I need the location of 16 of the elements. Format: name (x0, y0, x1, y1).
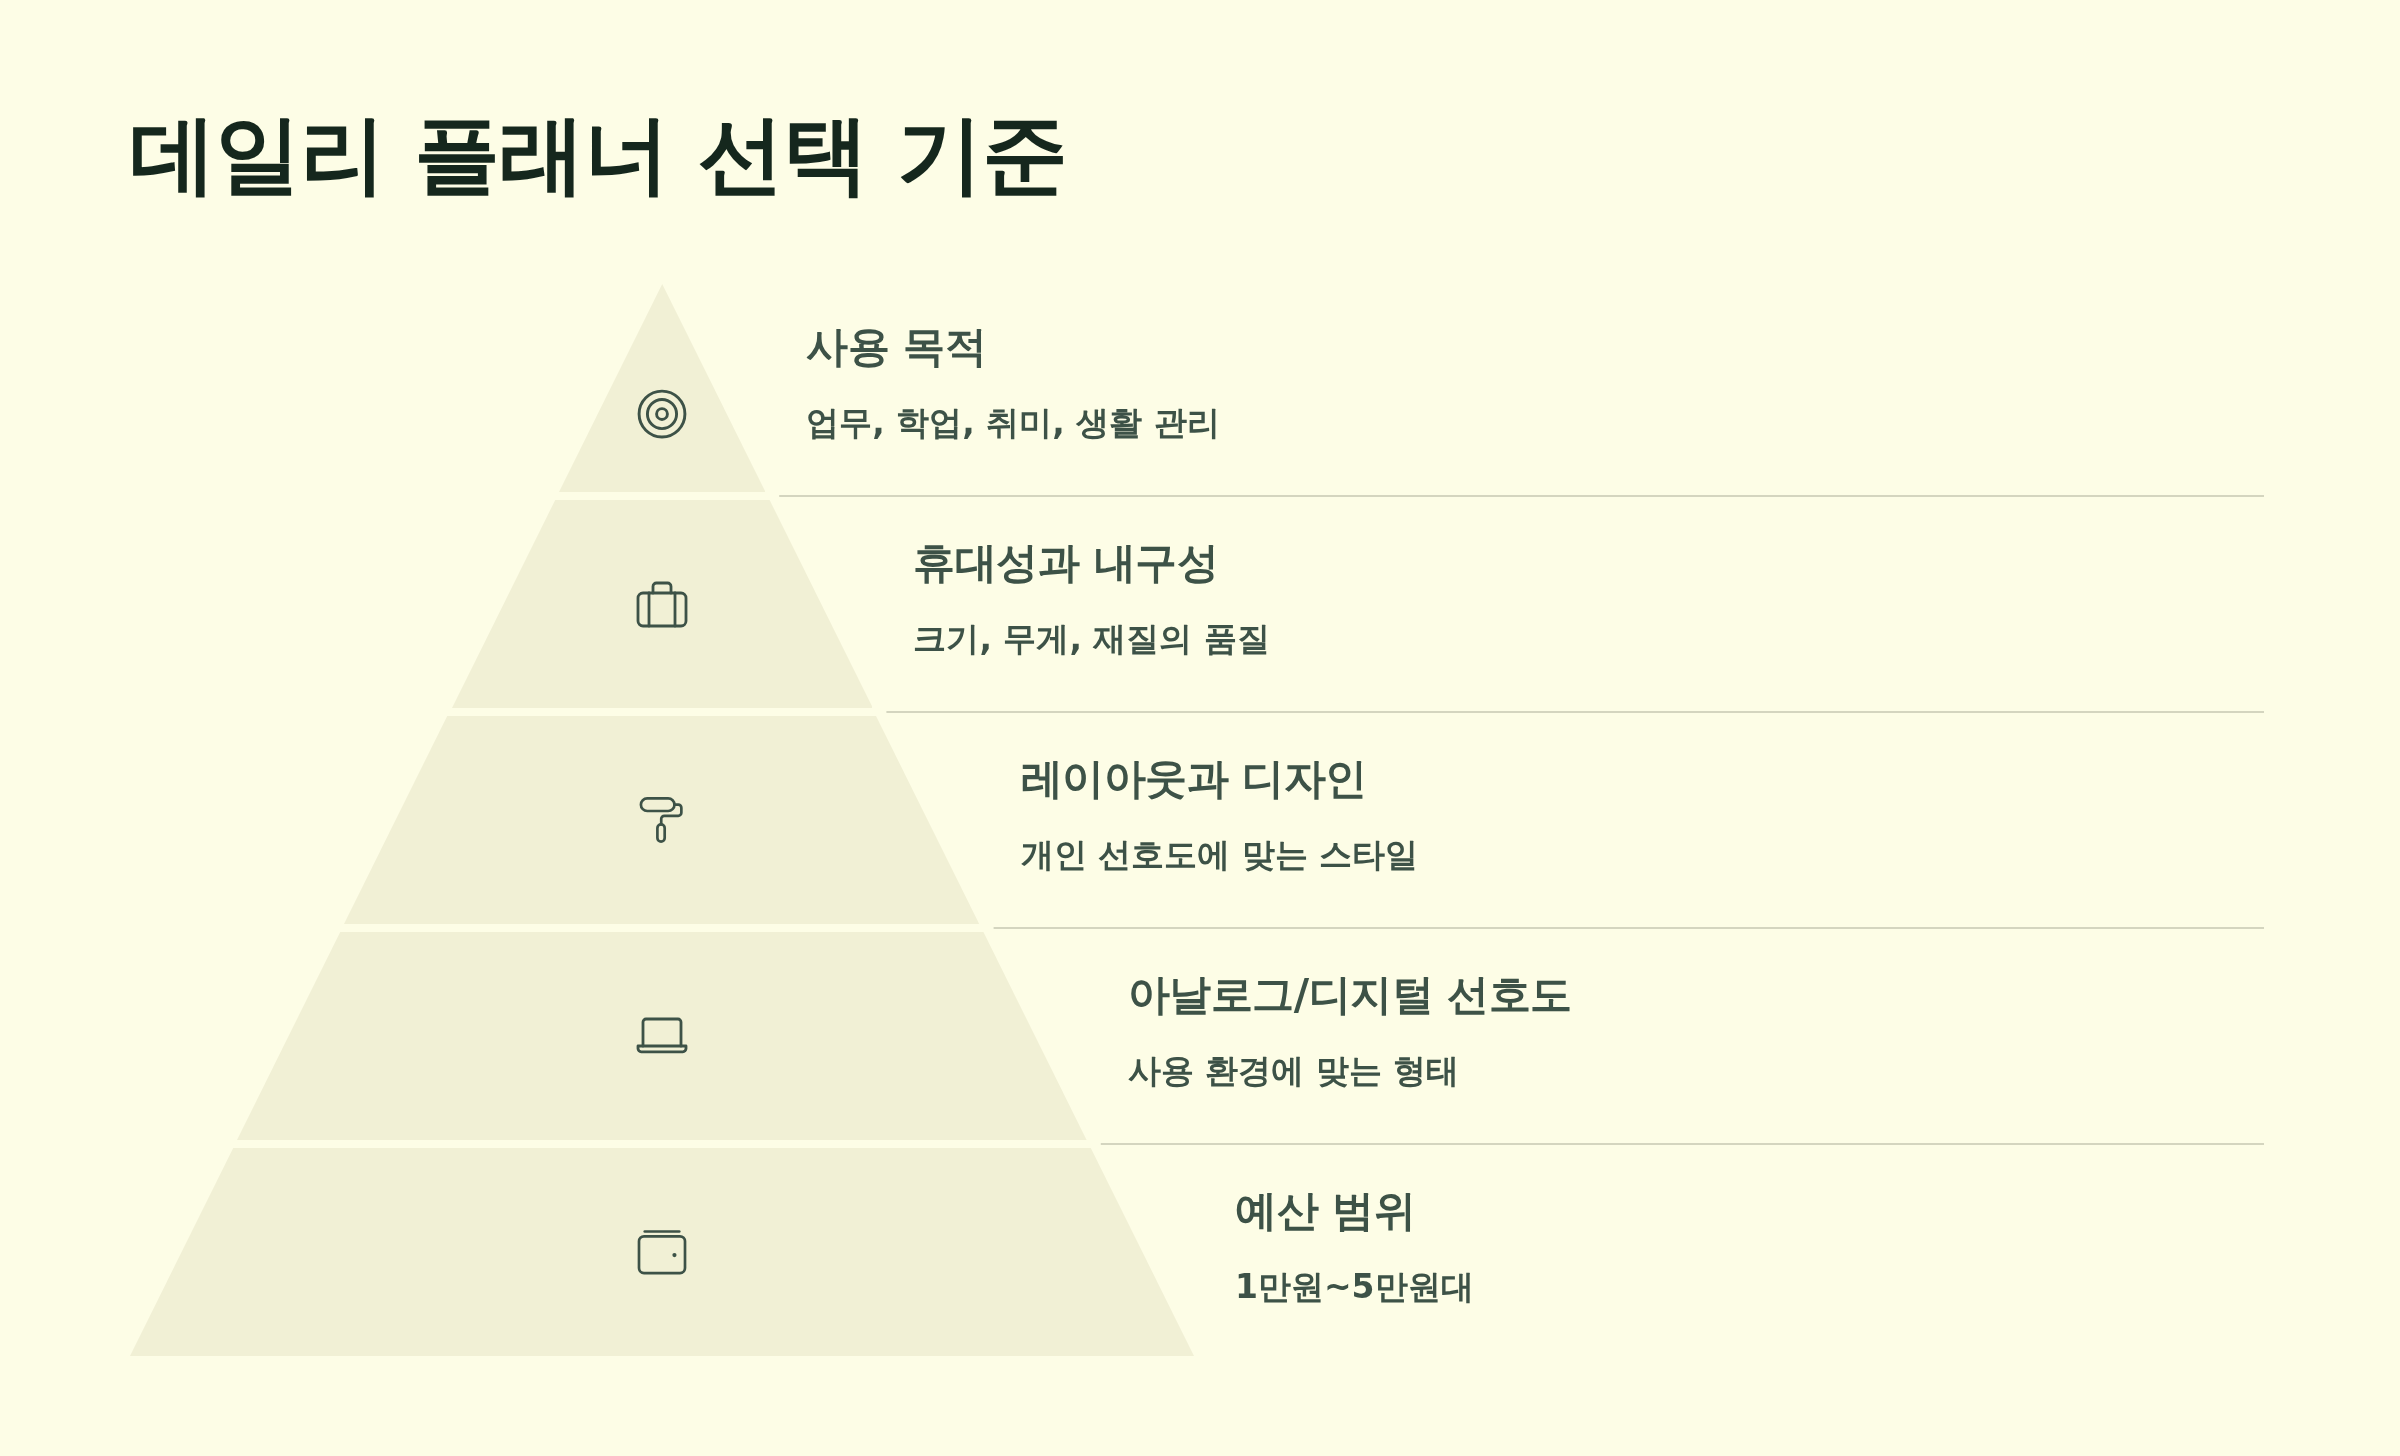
tier-heading: 예산 범위 (1235, 1186, 1416, 1236)
tier-description: 사용 환경에 맞는 형태 (1127, 1051, 1460, 1091)
tier-description: 업무, 학업, 취미, 생활 관리 (806, 403, 1220, 443)
pyramid-tier (558, 284, 766, 492)
pyramid-tier (130, 1148, 1194, 1356)
pyramid-tier (344, 716, 980, 924)
tier-heading: 아날로그/디지털 선호도 (1127, 970, 1572, 1020)
title: 데일리 플래너 선택 기준 (130, 103, 1067, 206)
pyramid-tier (451, 500, 873, 708)
pyramid-tier (237, 932, 1087, 1140)
tier-heading: 사용 목적 (806, 322, 987, 372)
tier-description: 개인 선호도에 맞는 스타일 (1020, 835, 1419, 875)
tier-description: 1만원~5만원대 (1235, 1267, 1474, 1307)
tier-description: 크기, 무게, 재질의 품질 (913, 619, 1270, 659)
tier-heading: 레이아웃과 디자인 (1020, 754, 1367, 804)
tier-heading: 휴대성과 내구성 (913, 538, 1219, 588)
